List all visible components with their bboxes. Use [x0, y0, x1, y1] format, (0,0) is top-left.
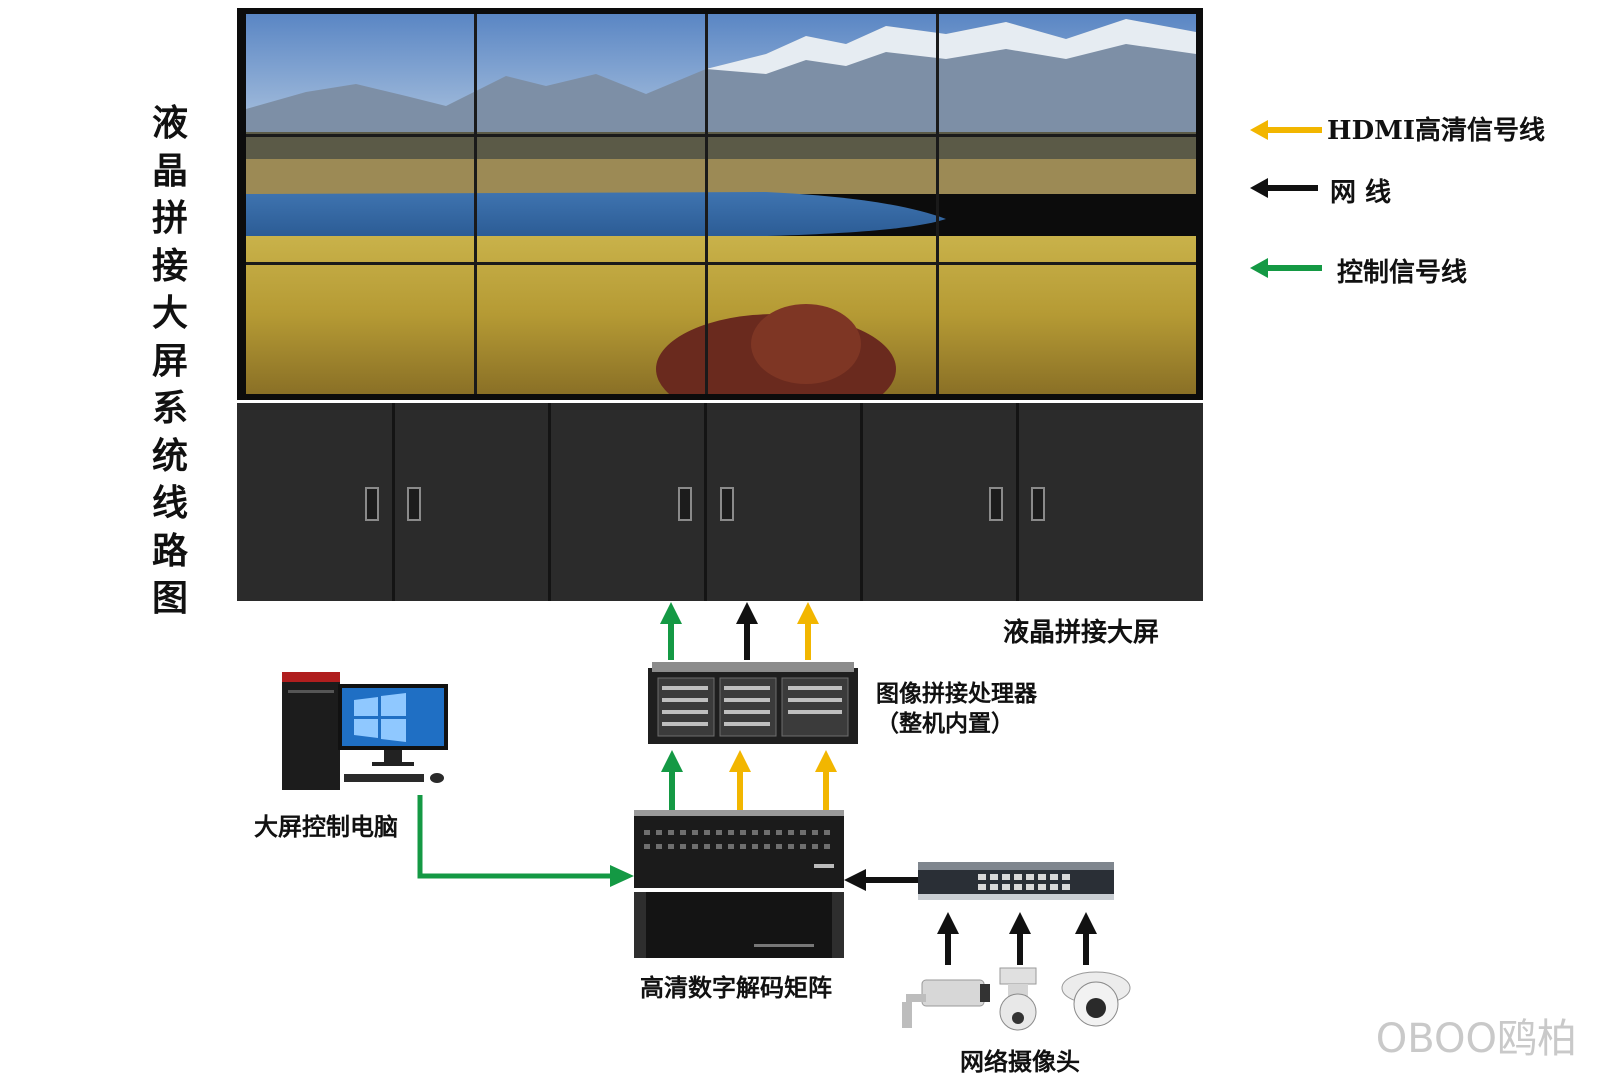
title-char: 接 — [151, 244, 188, 287]
arrow-network-camera2-to-switch — [1009, 912, 1031, 965]
network-cameras — [902, 967, 1131, 1031]
shrub — [751, 304, 861, 384]
arrow-control-processor-to-wall — [660, 602, 682, 660]
dome-camera-icon — [1061, 971, 1131, 1027]
image-processor-device — [648, 662, 858, 744]
cabinet-door-divider — [548, 403, 551, 601]
speed-dome-camera-icon — [999, 967, 1037, 1031]
title-char: 大 — [151, 292, 188, 334]
windows-logo-icon — [354, 697, 378, 716]
cabinet-handle[interactable] — [1031, 487, 1045, 521]
decoder-matrix-device — [634, 810, 844, 958]
processor-label-line2: （整机内置） — [876, 710, 1014, 737]
diagram-title: 液 晶 拼 接 大 屏 系 统 线 路 图 — [140, 100, 200, 623]
processor-label-line1: 图像拼接处理器 — [876, 680, 1037, 707]
arrow-network-camera1-to-switch — [937, 912, 959, 965]
title-char: 拼 — [151, 197, 188, 239]
cameras-label: 网络摄像头 — [960, 1047, 1080, 1076]
title-char: 液 — [151, 102, 188, 144]
cabinet-door-divider — [392, 403, 395, 601]
title-char: 屏 — [151, 339, 188, 382]
decoder-matrix-label: 高清数字解码矩阵 — [640, 973, 832, 1002]
video-wall-label: 液晶拼接大屏 — [1003, 618, 1160, 648]
arrow-network-processor-to-wall — [736, 602, 758, 660]
arrow-hdmi-matrix-to-processor-1 — [729, 750, 751, 810]
legend-arrows — [1250, 120, 1322, 278]
cabinet-door-divider — [1016, 403, 1019, 601]
lake — [246, 192, 946, 240]
legend-control-label: 控制信号线 — [1337, 258, 1468, 288]
cabinet-handle[interactable] — [407, 487, 421, 521]
mountain-snow — [706, 19, 1196, 74]
title-char: 晶 — [151, 149, 188, 192]
title-char: 路 — [151, 529, 188, 572]
arrow-hdmi-processor-to-wall — [797, 602, 819, 660]
control-pc — [282, 672, 448, 790]
cabinet-handle[interactable] — [989, 487, 1003, 521]
arrow-network-switch-to-matrix — [844, 869, 918, 891]
arrow-hdmi-matrix-to-processor-2 — [815, 750, 837, 810]
cabinet-door-divider — [704, 403, 707, 601]
bullet-camera-icon — [902, 979, 990, 1028]
arrow-control-matrix-to-processor — [661, 750, 683, 810]
cabinet — [237, 403, 1203, 601]
cabinet-handle[interactable] — [365, 487, 379, 521]
cabinet-handle[interactable] — [678, 487, 692, 521]
arrow-control-pc-to-matrix — [417, 795, 634, 887]
arrow-network-camera3-to-switch — [1075, 912, 1097, 965]
title-char: 图 — [151, 577, 188, 619]
cabinet-handle[interactable] — [720, 487, 734, 521]
network-switch-device — [918, 862, 1114, 900]
title-char: 系 — [151, 387, 188, 429]
control-pc-label: 大屏控制电脑 — [254, 812, 398, 841]
cabinet-door-divider — [860, 403, 863, 601]
video-wall-scene — [246, 14, 1196, 394]
legend-hdmi-label: HDMI高清信号线 — [1327, 116, 1546, 146]
legend-network-label: 网 线 — [1330, 178, 1392, 208]
title-char: 线 — [151, 482, 188, 524]
watermark: OBOO鸥柏 — [1375, 1016, 1577, 1062]
title-char: 统 — [151, 434, 188, 477]
